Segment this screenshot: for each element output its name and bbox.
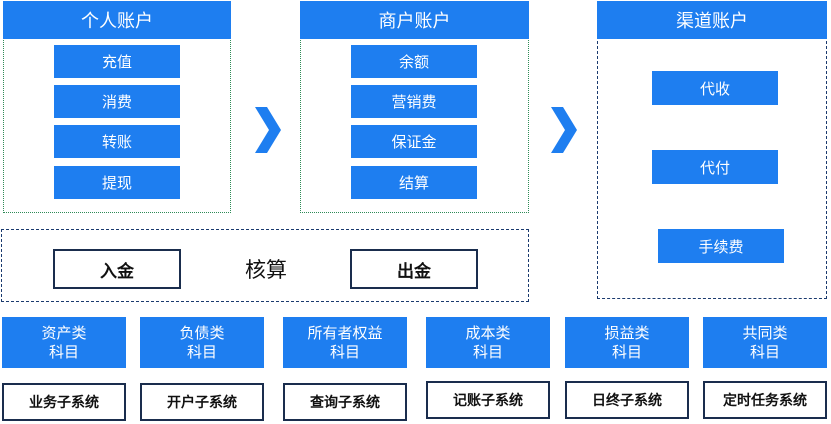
category-line2: 科目 xyxy=(186,342,217,361)
category-line1: 所有者权益 xyxy=(307,323,383,342)
merchant-item-balance[interactable]: 余额 xyxy=(351,45,477,78)
personal-item-consume[interactable]: 消费 xyxy=(54,85,180,118)
deposit-in-box[interactable]: 入金 xyxy=(53,249,181,289)
category-line2: 科目 xyxy=(48,342,79,361)
category-line1: 负债类 xyxy=(179,323,225,342)
chevron-right-icon xyxy=(250,105,286,155)
channel-item-pay[interactable]: 代付 xyxy=(652,150,778,184)
subsystem-query[interactable]: 查询子系统 xyxy=(283,383,407,421)
category-line2: 科目 xyxy=(329,342,360,361)
accounting-panel: 入金 核算 出金 xyxy=(1,229,529,302)
chevron-right-icon xyxy=(546,105,582,155)
subsystem-bookkeeping[interactable]: 记账子系统 xyxy=(426,381,550,419)
category-equity[interactable]: 所有者权益 科目 xyxy=(283,317,407,368)
merchant-item-marketing-fee[interactable]: 营销费 xyxy=(351,85,477,118)
channel-account-title: 渠道账户 xyxy=(597,1,827,39)
subsystem-scheduled-task[interactable]: 定时任务系统 xyxy=(703,381,827,419)
category-line2: 科目 xyxy=(611,342,642,361)
accounting-center-label: 核算 xyxy=(245,258,287,282)
channel-account-panel: 渠道账户 代收 代付 手续费 xyxy=(597,1,827,299)
merchant-item-settlement[interactable]: 结算 xyxy=(351,166,477,199)
personal-item-transfer[interactable]: 转账 xyxy=(54,125,180,158)
category-line1: 成本类 xyxy=(465,323,511,342)
category-common[interactable]: 共同类 科目 xyxy=(703,317,827,368)
category-line1: 损益类 xyxy=(604,323,650,342)
category-line2: 科目 xyxy=(749,342,780,361)
category-liability[interactable]: 负债类 科目 xyxy=(140,317,264,368)
personal-account-title: 个人账户 xyxy=(3,1,231,39)
merchant-account-title: 商户账户 xyxy=(300,1,529,39)
merchant-item-deposit[interactable]: 保证金 xyxy=(351,125,477,158)
personal-item-withdraw[interactable]: 提现 xyxy=(54,166,180,199)
category-line1: 共同类 xyxy=(742,323,788,342)
category-line1: 资产类 xyxy=(41,323,87,342)
personal-item-recharge[interactable]: 充值 xyxy=(54,45,180,78)
subsystem-end-of-day[interactable]: 日终子系统 xyxy=(565,381,689,419)
merchant-account-panel: 商户账户 余额 营销费 保证金 结算 xyxy=(300,1,529,213)
channel-item-fee[interactable]: 手续费 xyxy=(658,229,784,263)
category-cost[interactable]: 成本类 科目 xyxy=(426,317,550,368)
withdraw-out-box[interactable]: 出金 xyxy=(350,249,478,289)
category-asset[interactable]: 资产类 科目 xyxy=(2,317,126,368)
category-line2: 科目 xyxy=(472,342,503,361)
channel-item-collect[interactable]: 代收 xyxy=(652,71,778,105)
subsystem-account-opening[interactable]: 开户子系统 xyxy=(140,383,264,421)
category-profit-loss[interactable]: 损益类 科目 xyxy=(565,317,689,368)
subsystem-business[interactable]: 业务子系统 xyxy=(2,383,126,421)
personal-account-panel: 个人账户 充值 消费 转账 提现 xyxy=(3,1,231,213)
